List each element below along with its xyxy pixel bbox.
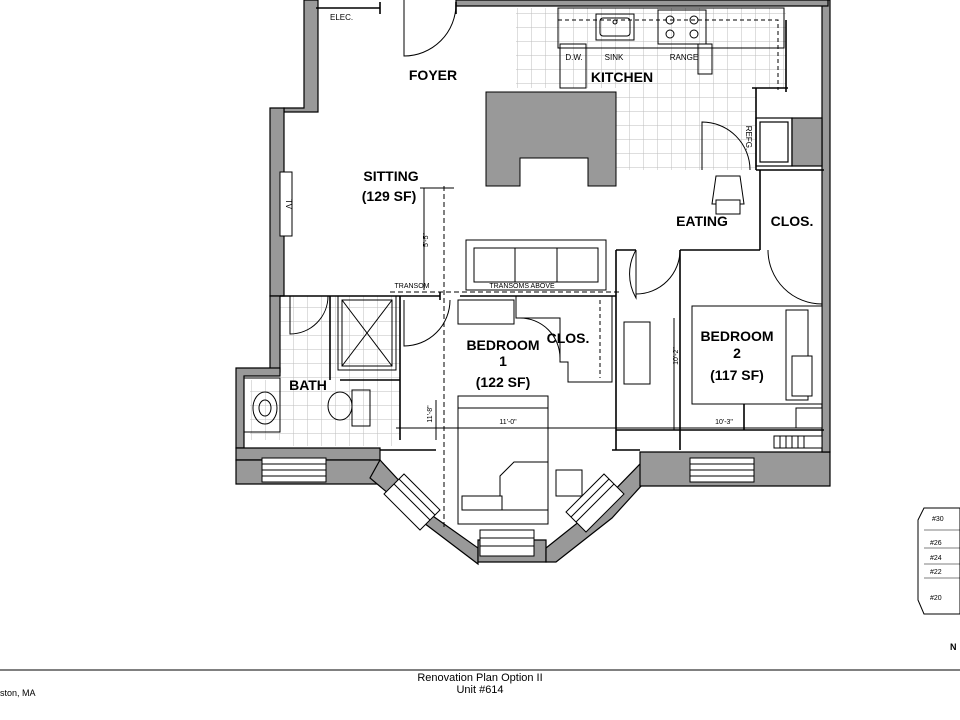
room-label-sitting: SITTING xyxy=(363,168,418,184)
room-area-sitting: (129 SF) xyxy=(362,188,416,204)
room-label-foyer: FOYER xyxy=(409,67,457,83)
north-indicator: N xyxy=(950,642,957,652)
eating-chair xyxy=(711,175,745,215)
refrigerator xyxy=(755,117,823,167)
label-refg: REFG. xyxy=(744,126,753,150)
key-unit-30: #30 xyxy=(932,516,944,523)
label-sink: SINK xyxy=(605,53,624,62)
bed-1 xyxy=(457,395,583,525)
door-swings xyxy=(289,0,823,359)
dim-bedroom2-depth: 10'-2" xyxy=(673,347,680,365)
sink xyxy=(595,13,635,41)
room-number-bedroom2: 2 xyxy=(733,345,741,361)
room-label-bath: BATH xyxy=(289,377,327,393)
dim-bedroom1-depth: 11'-8" xyxy=(427,405,434,423)
room-label-closet-right: CLOS. xyxy=(771,213,814,229)
tv xyxy=(279,171,293,237)
key-unit-20: #20 xyxy=(930,595,942,602)
room-area-bedroom1: (122 SF) xyxy=(476,374,530,390)
dim-bedroom2-width: 10'-3" xyxy=(715,419,733,426)
bed-2 xyxy=(623,305,823,449)
toilet xyxy=(327,389,371,427)
transom-lines xyxy=(390,186,620,530)
room-label-kitchen: KITCHEN xyxy=(591,69,653,85)
range xyxy=(657,9,707,45)
dim-bedroom1-width: 11'-0" xyxy=(499,419,517,426)
footer-unit: Unit #614 xyxy=(456,684,504,696)
label-tv: TV xyxy=(284,199,293,210)
label-transoms-above: TRANSOMS ABOVE xyxy=(489,283,555,290)
label-range: RANGE xyxy=(670,53,698,62)
dim-sitting-depth: 5'-5" xyxy=(423,233,430,247)
dimension-lines xyxy=(396,187,822,440)
room-number-bedroom1: 1 xyxy=(499,353,507,369)
room-label-eating: EATING xyxy=(676,213,728,229)
shower xyxy=(337,295,397,371)
room-label-closet-bed1: CLOS. xyxy=(547,330,590,346)
footer-location: ston, MA xyxy=(0,688,36,698)
room-area-bedroom2: (117 SF) xyxy=(710,367,764,383)
room-label-bedroom2: BEDROOM xyxy=(700,328,773,344)
key-plan: #30 #26 #24 #22 #20 N xyxy=(917,507,960,652)
label-transom: TRANSOM xyxy=(395,283,430,290)
room-label-bedroom1: BEDROOM xyxy=(466,337,539,353)
footer-title: Renovation Plan Option II xyxy=(417,672,543,684)
label-elec: ELEC. xyxy=(330,13,353,22)
kitchen-island xyxy=(485,91,617,187)
bath-sink xyxy=(243,377,281,433)
windows xyxy=(261,457,755,557)
key-unit-26: #26 xyxy=(930,540,942,547)
label-dw: D.W. xyxy=(565,53,582,62)
key-unit-24: #24 xyxy=(930,555,942,562)
key-unit-22: #22 xyxy=(930,569,942,576)
sofa xyxy=(465,239,607,291)
